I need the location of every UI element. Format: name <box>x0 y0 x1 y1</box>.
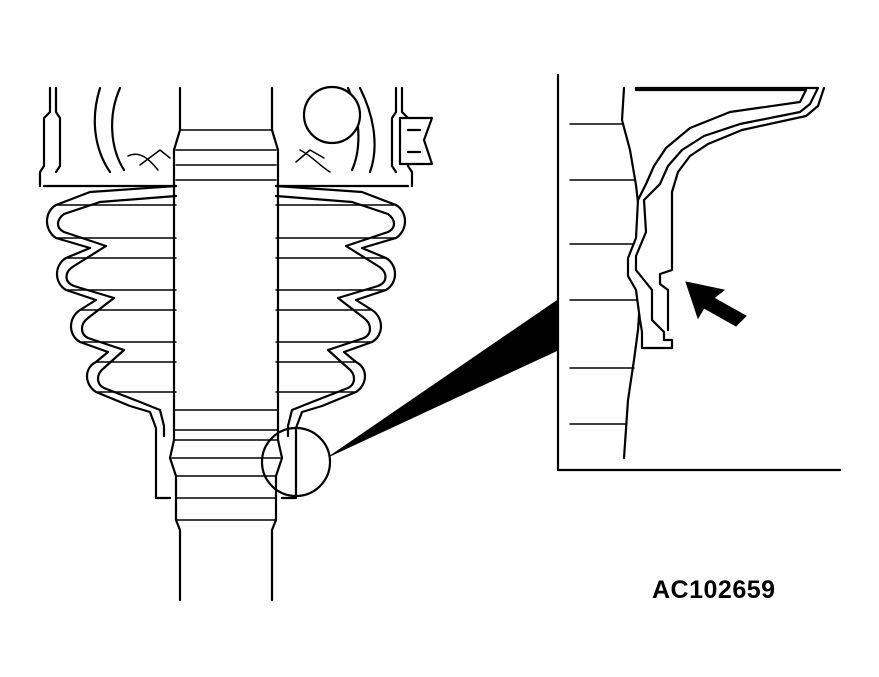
detail-frame <box>556 73 842 472</box>
figure-id-label: AC102659 <box>652 576 776 604</box>
detail-view <box>556 73 842 472</box>
boot-bellows <box>42 184 410 500</box>
detail-callout <box>260 299 559 498</box>
drive-shaft <box>168 86 284 602</box>
joint-housing <box>38 86 414 188</box>
ball-bearing <box>302 85 362 145</box>
arrow-up-left-icon <box>685 281 747 327</box>
detail-circle <box>260 426 332 498</box>
housing-collar <box>398 116 434 166</box>
